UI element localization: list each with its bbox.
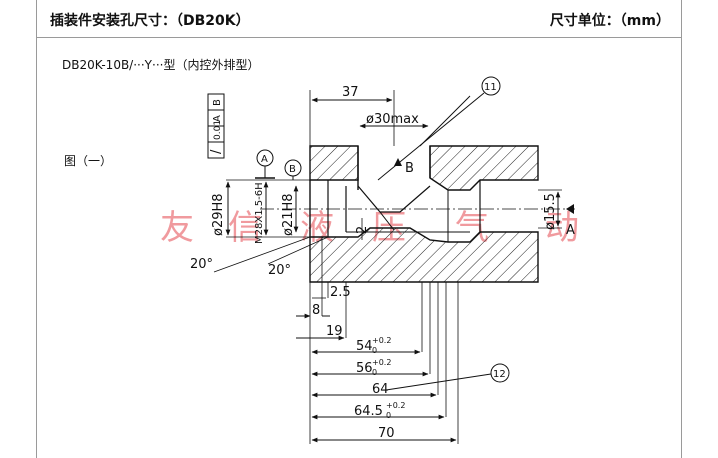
svg-text:11: 11 [484, 82, 497, 93]
svg-text:+0.2: +0.2 [372, 358, 391, 367]
balloon-11: 11 [377, 76, 501, 181]
svg-text:20°: 20° [268, 263, 291, 278]
dim-29h8: ø29H8 [211, 179, 310, 238]
dim-56: 56 +0.2 0 [311, 358, 429, 377]
tolerance-datum-b: B [212, 99, 223, 106]
svg-text:A: A [261, 154, 268, 165]
svg-text:0: 0 [372, 368, 377, 377]
svg-text:M28X1.5-6H: M28X1.5-6H [254, 182, 265, 244]
port-b-label: B [405, 161, 414, 176]
angle-20-left: 20° [190, 236, 311, 273]
dim-19: 19 [296, 324, 345, 341]
svg-text:ø21H8: ø21H8 [281, 193, 296, 236]
watermark-char: 友 [160, 208, 196, 248]
dim-70: 70 [311, 426, 457, 443]
svg-text:2.5: 2.5 [330, 285, 351, 300]
tolerance-symbol: / [209, 149, 224, 154]
svg-text:37: 37 [342, 85, 359, 100]
port-a-label: A [566, 223, 575, 238]
svg-text:2: 2 [355, 226, 370, 234]
dim-30max: ø30max [359, 112, 429, 129]
svg-text:12: 12 [493, 369, 506, 380]
svg-text:64: 64 [372, 382, 389, 397]
svg-text:ø29H8: ø29H8 [211, 193, 226, 236]
datum-a-marker: A [255, 149, 275, 179]
svg-text:8: 8 [312, 303, 320, 318]
dim-37: 37 [309, 85, 395, 146]
svg-text:0: 0 [386, 411, 391, 420]
dim-64: 64 [311, 382, 437, 398]
dim-2: 2 [355, 218, 370, 240]
balloon-12: 12 [385, 363, 510, 391]
tolerance-value: 0.01 [213, 120, 223, 140]
dim-m28: M28X1.5-6H [254, 181, 269, 244]
datum-b-marker: B [284, 159, 302, 180]
dim-21h8: ø21H8 [281, 185, 299, 236]
svg-text:+0.2: +0.2 [372, 336, 391, 345]
page-title: 插装件安装孔尺寸：（DB20K） [50, 13, 250, 29]
svg-text:70: 70 [378, 426, 395, 441]
svg-text:56: 56 [356, 361, 373, 376]
dim-54: 54 +0.2 0 [311, 336, 421, 355]
header-bar: 插装件安装孔尺寸：（DB20K） 尺寸单位：（mm） [36, 0, 682, 38]
port-b-arrow [394, 158, 402, 166]
model-subtitle: DB20K-10B/···Y···型（内控外排型） [62, 58, 260, 72]
dim-8: 8 [296, 303, 330, 319]
svg-text:ø30max: ø30max [366, 112, 419, 127]
dim-2-5: 2.5 [312, 285, 351, 300]
svg-text:ø15.5: ø15.5 [543, 193, 558, 230]
page-frame [36, 0, 682, 458]
svg-text:B: B [289, 164, 296, 175]
tolerance-frame: / 0.01 A B [207, 93, 225, 159]
svg-text:0: 0 [372, 346, 377, 355]
manifold-body-section [309, 95, 539, 283]
watermark-char: 信 [228, 208, 264, 248]
angle-20-right: 20° [267, 236, 329, 278]
svg-text:+0.2: +0.2 [386, 401, 405, 410]
figure-label: 图（一） [64, 154, 113, 168]
tolerance-datum-a: A [212, 115, 223, 122]
dim-15-5: ø15.5 [538, 189, 562, 230]
extension-lines [309, 237, 459, 444]
port-a-arrow [566, 204, 574, 214]
dim-64-5: 64.5 +0.2 0 [311, 401, 445, 420]
svg-text:19: 19 [326, 324, 343, 339]
svg-text:64.5: 64.5 [354, 404, 383, 419]
unit-label: 尺寸单位：（mm） [549, 13, 670, 29]
svg-text:54: 54 [356, 339, 373, 354]
svg-text:20°: 20° [190, 257, 213, 272]
